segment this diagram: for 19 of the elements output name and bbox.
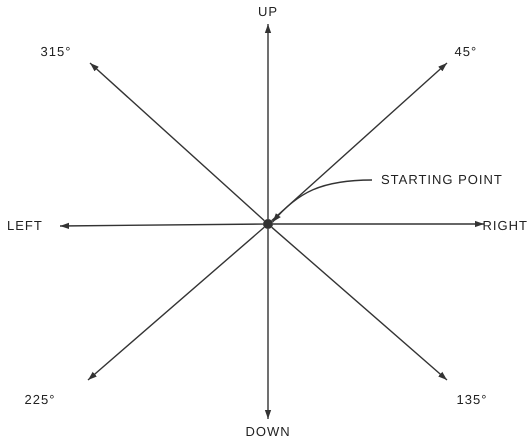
- direction-label: 45°: [454, 44, 478, 60]
- direction-label: 315°: [40, 44, 72, 60]
- direction-label: UP: [258, 4, 278, 20]
- arrow: [60, 222, 263, 230]
- direction-label: RIGHT: [482, 218, 528, 234]
- arrow: [264, 229, 272, 419]
- direction-label: DOWN: [246, 424, 291, 440]
- direction-label: LEFT: [7, 218, 43, 234]
- starting-point-dot: [263, 219, 273, 229]
- leader-line: [272, 179, 372, 223]
- arrow: [88, 226, 265, 381]
- direction-label: 225°: [24, 392, 56, 408]
- arrow: [271, 226, 448, 381]
- arrow: [90, 62, 265, 222]
- direction-label: 135°: [456, 392, 488, 408]
- arrow: [273, 220, 484, 228]
- arrow: [271, 62, 448, 222]
- arrow: [264, 24, 272, 219]
- direction-label: STARTING POINT: [381, 172, 503, 188]
